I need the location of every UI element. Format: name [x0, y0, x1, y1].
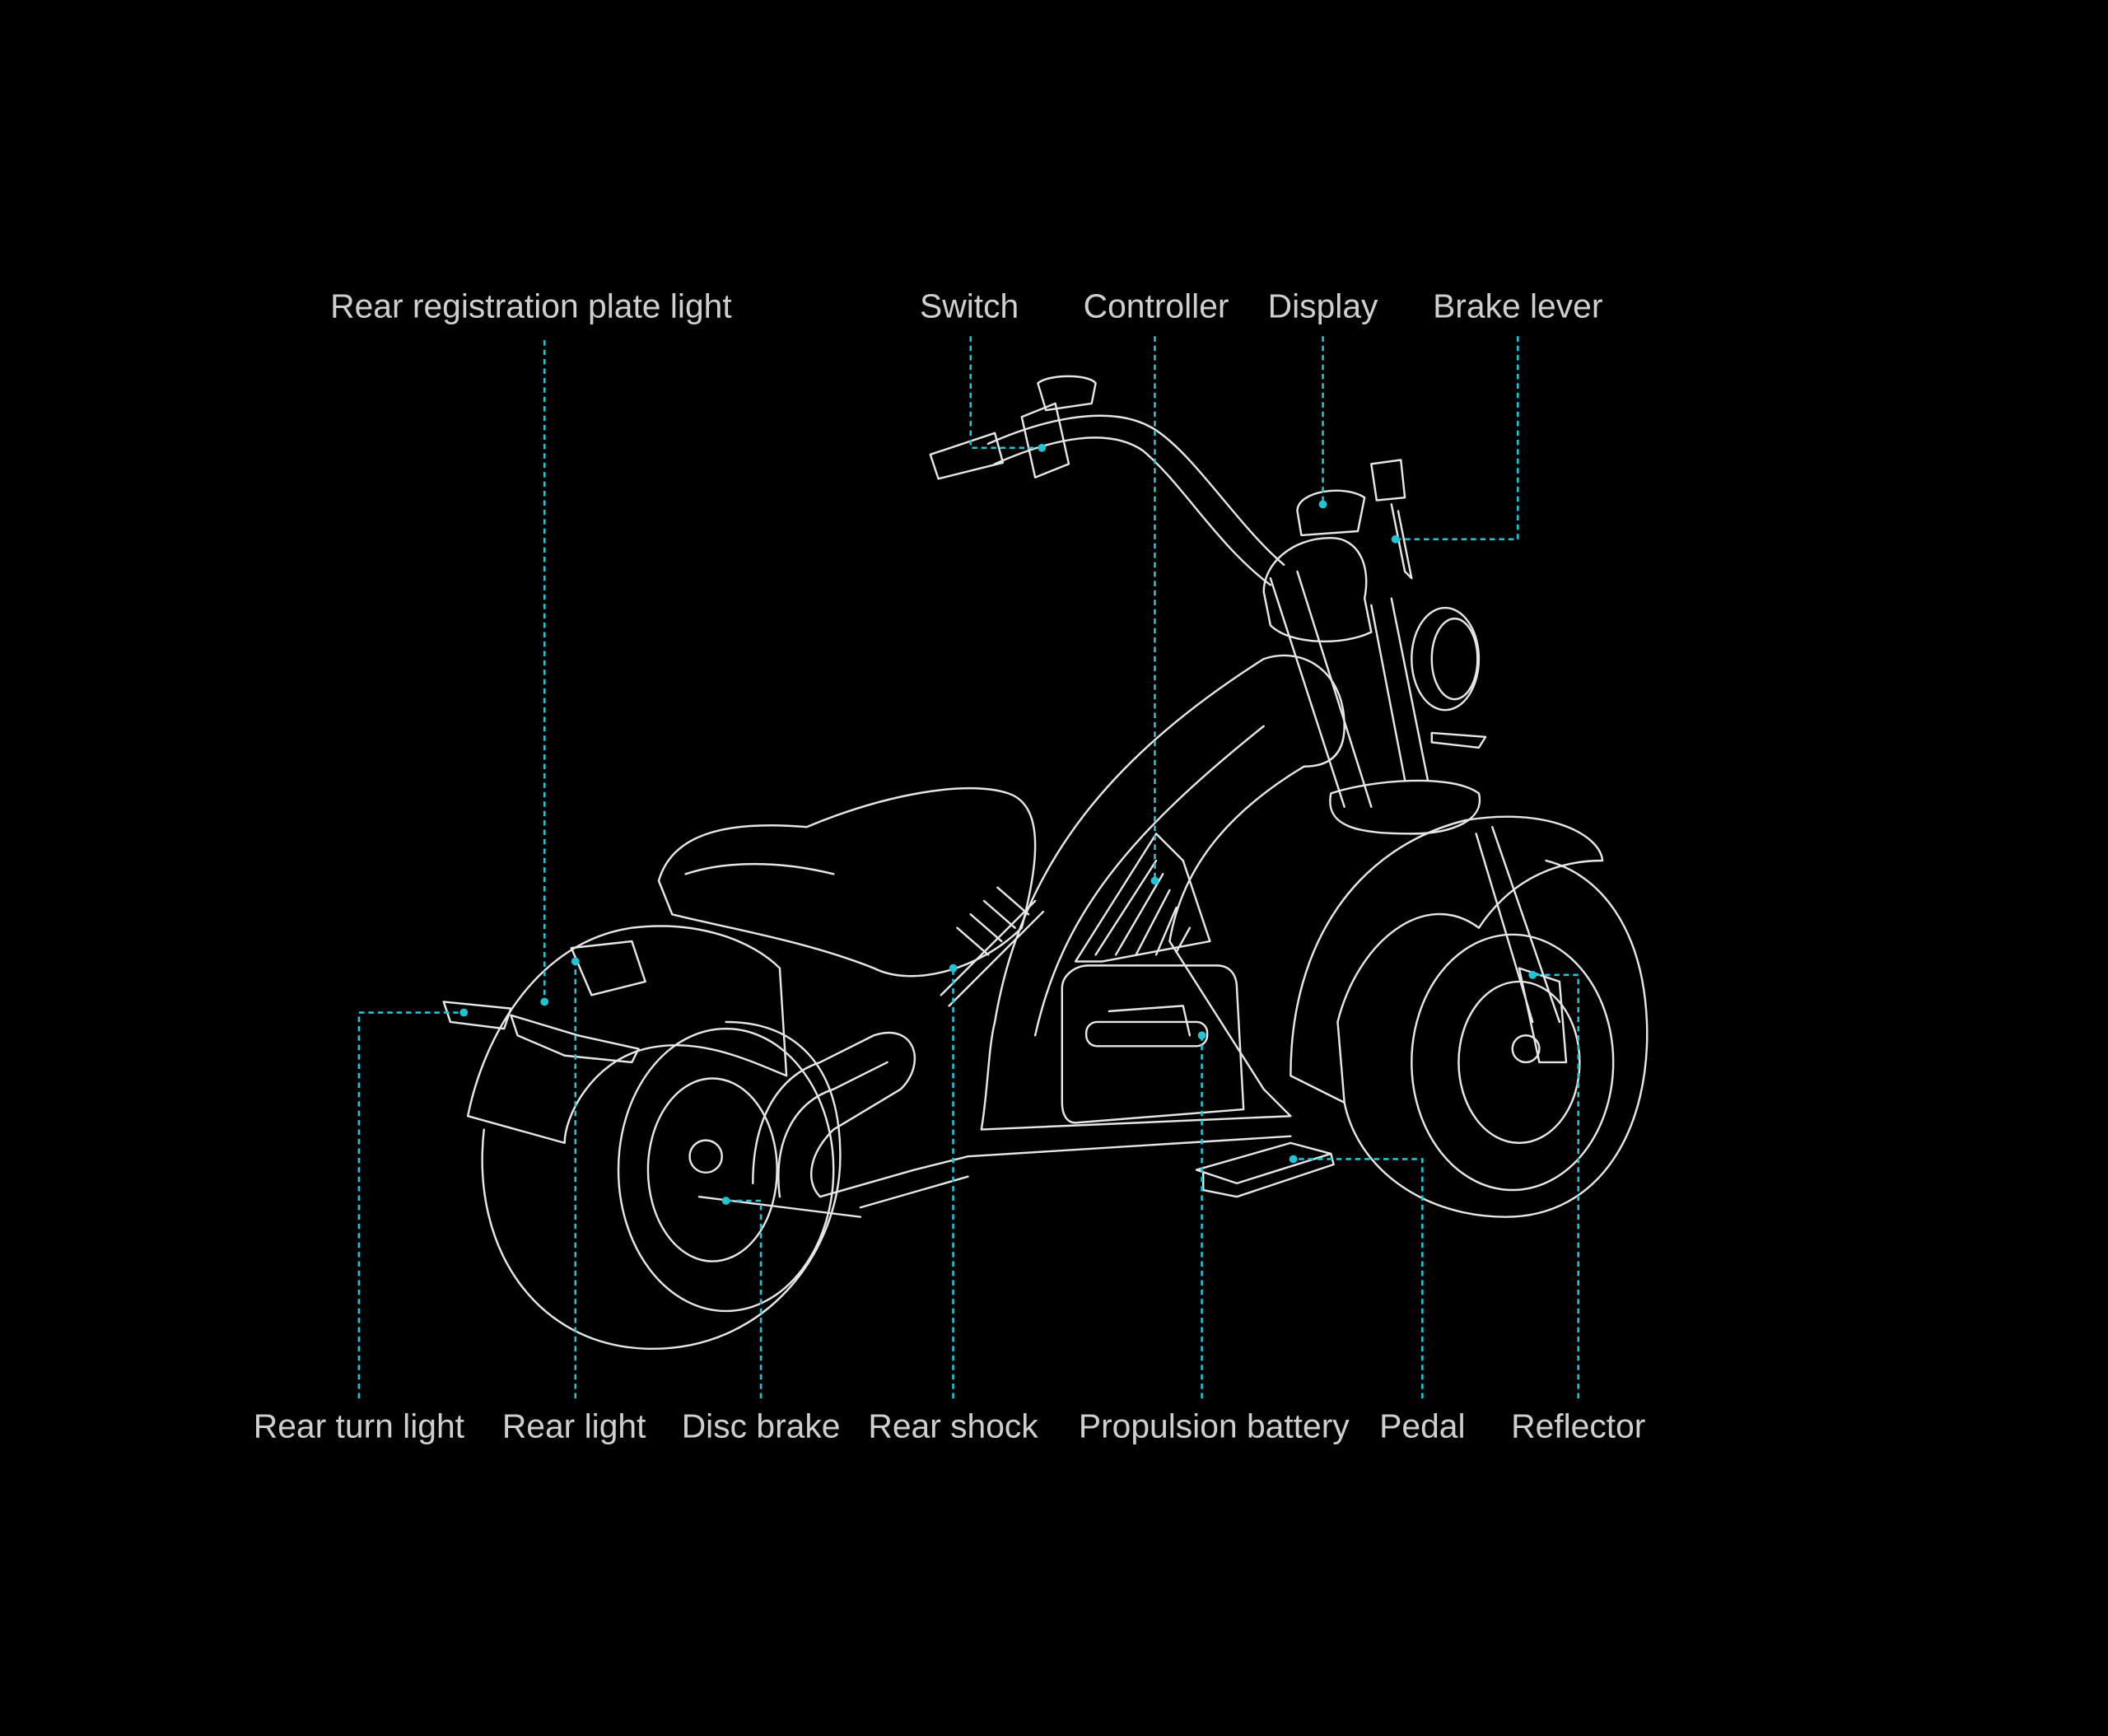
seat	[657, 786, 1037, 978]
pedal-plate	[1195, 1141, 1335, 1198]
label-propulsion-battery: Propulsion battery	[1079, 1407, 1350, 1444]
controller-vent	[1074, 833, 1211, 963]
label-rear-light: Rear light	[502, 1407, 646, 1444]
headlight	[1411, 606, 1481, 712]
left-grip	[929, 432, 1005, 480]
front-fork	[1475, 825, 1568, 1064]
right-controls	[1262, 459, 1406, 643]
front-fender	[1290, 815, 1604, 1104]
front-turn-light	[1430, 731, 1487, 749]
frame	[980, 654, 1345, 1131]
label-rear-turn-light: Rear turn light	[254, 1407, 465, 1444]
handlebar	[986, 414, 1285, 586]
scooter-line-art	[442, 375, 1649, 1350]
rear-wheel	[481, 1020, 842, 1350]
leader-lines	[357, 336, 1580, 1399]
rear-light-assembly	[442, 940, 646, 1064]
label-switch: Switch	[920, 287, 1019, 324]
rear-fender	[466, 925, 788, 1145]
label-brake-lever: Brake lever	[1433, 287, 1602, 324]
switch-housing	[1020, 375, 1097, 478]
label-pedal: Pedal	[1379, 1407, 1465, 1444]
rear-shock	[940, 886, 1045, 1007]
top-labels: Rear registration plate light Switch Con…	[330, 287, 1602, 324]
label-disc-brake: Disc brake	[682, 1407, 841, 1444]
bottom-labels: Rear turn light Rear light Disc brake Re…	[254, 1407, 1646, 1444]
front-wheel	[1343, 859, 1649, 1218]
battery-box	[1061, 964, 1245, 1124]
steering-column	[1269, 570, 1481, 835]
label-rear-registration-plate-light: Rear registration plate light	[330, 287, 732, 324]
label-reflector: Reflector	[1511, 1407, 1645, 1444]
label-display: Display	[1268, 287, 1378, 324]
label-controller: Controller	[1084, 287, 1229, 324]
label-rear-shock: Rear shock	[868, 1407, 1038, 1444]
